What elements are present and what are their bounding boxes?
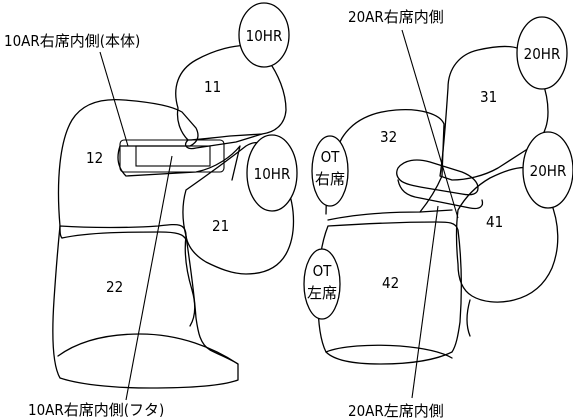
left-lid-outer	[119, 139, 225, 173]
left-lid-inner	[135, 145, 211, 167]
left-part-12-shape	[57, 98, 241, 227]
left-part-21-number: 21	[212, 217, 229, 235]
left-top-leader	[99, 51, 129, 147]
left-headrest-side-oval	[246, 134, 298, 212]
ot-right-seat-oval	[311, 135, 349, 207]
right-part-32-number: 32	[380, 128, 397, 146]
right-armrest-shape	[396, 159, 479, 196]
right-part-31-number: 31	[480, 88, 497, 106]
ot-right-seat-line2: 右席	[315, 170, 345, 188]
right-part-31-shape	[439, 45, 549, 181]
right-bottom-leader	[411, 205, 439, 399]
right-part-42-number: 42	[382, 274, 399, 292]
left-part-11-number: 11	[204, 78, 221, 96]
right-part-41-number: 41	[486, 213, 503, 231]
right-top-label: 20AR右席内側	[348, 8, 444, 26]
right-top-leader	[401, 29, 459, 219]
ot-right-seat-line1: OT	[321, 148, 341, 166]
right-seat-drawing	[317, 45, 559, 365]
right-headrest-top-oval	[516, 16, 568, 90]
right-headrest-side-label: 20HR	[530, 162, 567, 180]
left-headrest-top-oval	[238, 2, 290, 68]
left-part-22-number: 22	[106, 278, 123, 296]
ot-left-seat-line2: 左席	[307, 284, 337, 302]
right-bottom-label: 20AR左席内側	[348, 402, 444, 420]
left-headrest-side-label: 10HR	[254, 165, 291, 183]
left-top-label: 10AR右席内側(本体)	[4, 32, 140, 50]
left-seat-drawing	[52, 44, 295, 389]
left-bottom-leader	[125, 155, 173, 401]
left-headrest-top-label: 10HR	[246, 27, 283, 45]
ot-left-seat-oval	[303, 248, 341, 320]
ot-left-seat-line1: OT	[313, 262, 333, 280]
left-bottom-label: 10AR右席内側(フタ)	[28, 401, 164, 419]
left-part-12-number: 12	[86, 149, 103, 167]
right-part-41-shape	[455, 166, 559, 303]
right-headrest-side-oval	[522, 131, 573, 209]
left-part-22-shape	[52, 223, 239, 389]
right-headrest-top-label: 20HR	[524, 45, 561, 63]
